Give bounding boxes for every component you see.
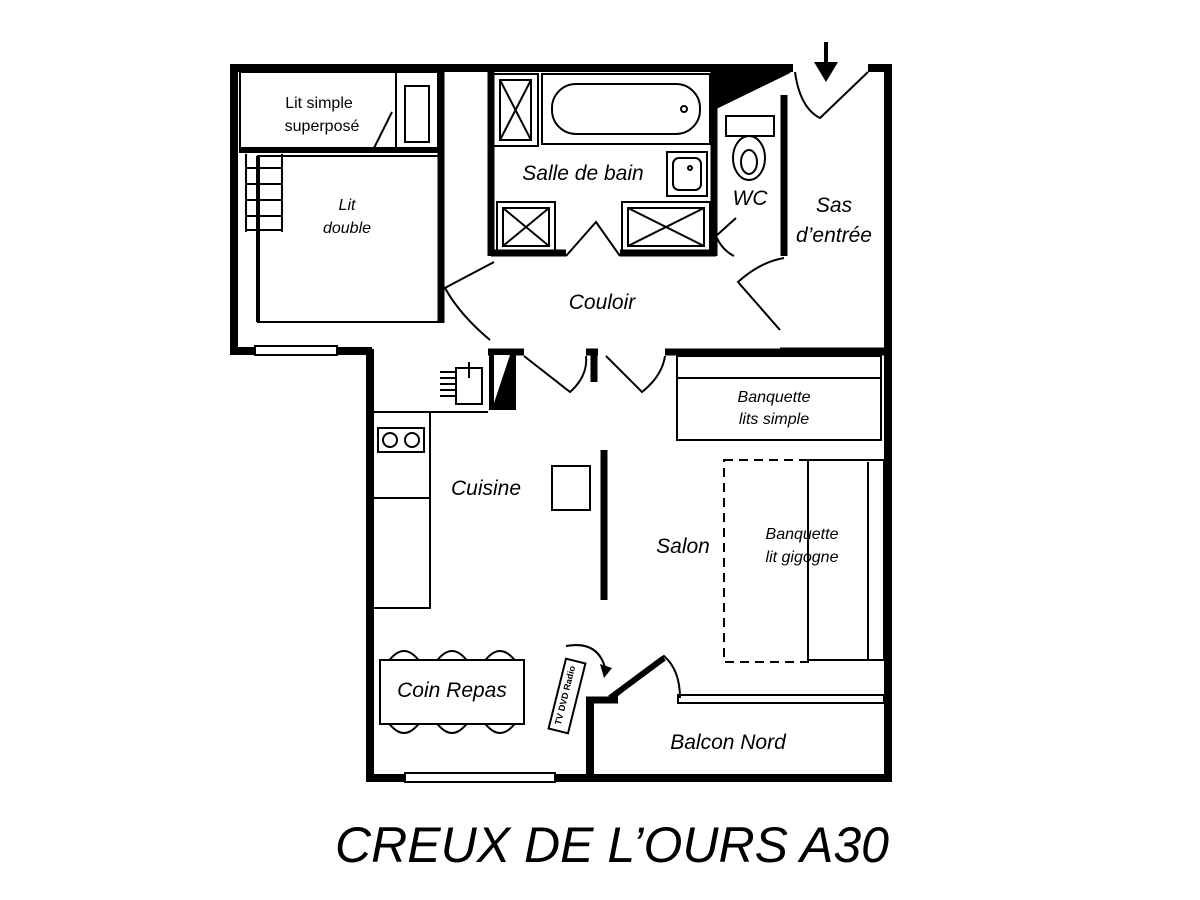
label-balcon: Balcon Nord — [670, 731, 787, 754]
label-lit-double-2: double — [323, 220, 371, 237]
label-wc: WC — [733, 187, 769, 210]
label-lit-simple-2: superposé — [285, 118, 360, 135]
label-salon: Salon — [656, 535, 710, 558]
plan-title: CREUX DE L’OURS A30 — [335, 817, 889, 873]
label-banquette-gigogne-2: lit gigogne — [766, 549, 839, 566]
label-banquette-simple-2: lits simple — [739, 411, 809, 428]
wc-fixtures — [715, 71, 791, 181]
kitchen-fixtures — [374, 362, 591, 609]
label-cuisine: Cuisine — [451, 477, 521, 500]
bedroom-furniture — [239, 71, 441, 323]
bathroom-fixtures — [492, 73, 711, 253]
label-sas-2: d’entrée — [796, 224, 872, 247]
label-couloir: Couloir — [569, 291, 637, 314]
label-banquette-gigogne-1: Banquette — [766, 526, 839, 543]
label-sas-1: Sas — [816, 194, 853, 217]
label-coin-repas: Coin Repas — [397, 679, 507, 702]
label-banquette-simple-1: Banquette — [738, 389, 811, 406]
windows — [254, 345, 885, 783]
label-lit-simple-1: Lit simple — [285, 95, 353, 112]
kitchen-cabinet — [489, 350, 516, 410]
tv-unit — [547, 644, 612, 735]
doors — [440, 71, 869, 701]
entrance-arrow-icon — [814, 42, 838, 82]
dining-table — [379, 650, 525, 734]
label-lit-double-1: Lit — [339, 197, 356, 214]
label-salle-de-bain: Salle de bain — [522, 162, 643, 185]
salon-furniture — [676, 355, 885, 663]
